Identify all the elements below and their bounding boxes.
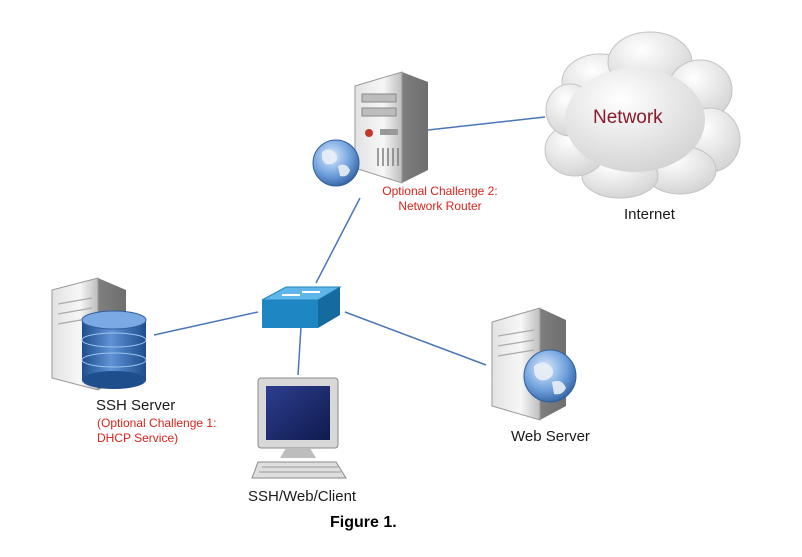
web-server-label: Web Server: [511, 428, 590, 445]
database-server-icon: [51, 277, 147, 391]
internet-caption: Internet: [624, 206, 675, 223]
link-switch-web-server: [344, 311, 487, 366]
ssh-server-label: SSH Server: [96, 397, 176, 414]
router-note-line1: Optional Challenge 2:: [382, 184, 498, 198]
link-switch-client: [297, 326, 302, 376]
ssh-server-note-line1: (Optional Challenge 1:: [97, 416, 217, 430]
router-note-line2: Network Router: [398, 199, 482, 213]
link-router-cloud: [427, 116, 546, 131]
figure-caption: Figure 1.: [330, 514, 397, 531]
web-server-icon: [491, 307, 577, 421]
network-label: Network: [593, 107, 663, 128]
ssh-server-note-line2: DHCP Service): [97, 431, 179, 445]
globe-icon: [312, 139, 360, 187]
router-server-icon: [354, 71, 428, 184]
monitor-icon: [257, 377, 339, 458]
connections: [153, 116, 546, 376]
link-switch-ssh-server: [153, 311, 259, 336]
client-label: SSH/Web/Client: [248, 488, 357, 505]
keyboard-icon: [251, 461, 347, 479]
switch-icon: [261, 286, 342, 328]
router-note: Optional Challenge 2: Network Router: [370, 184, 510, 214]
ssh-server-note: (Optional Challenge 1: DHCP Service): [97, 416, 216, 446]
cloud-icon: [544, 31, 741, 199]
link-router-switch: [315, 197, 361, 284]
